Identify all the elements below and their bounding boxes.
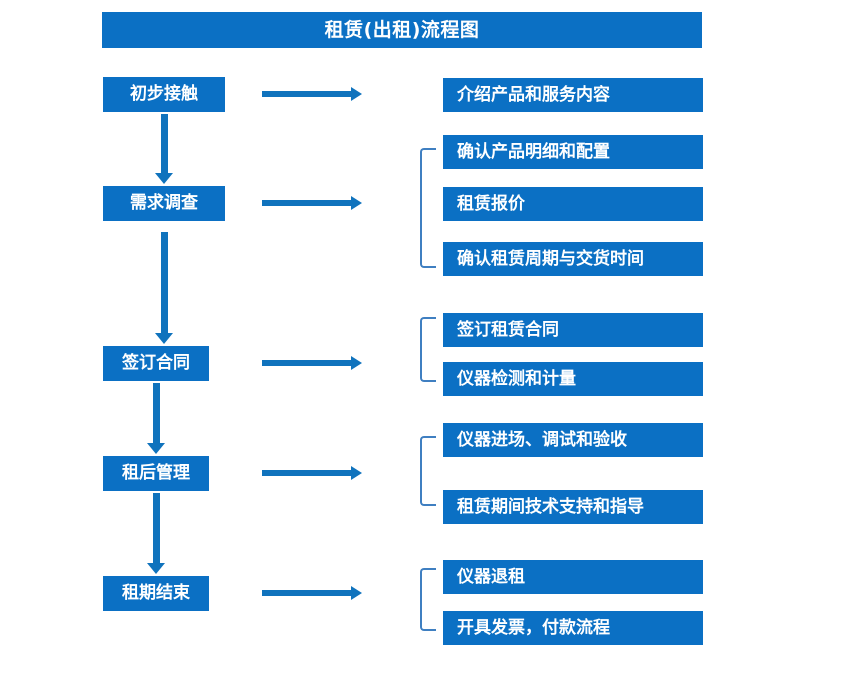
stage-box-2[interactable]: 需求调查 [103,186,225,221]
detail-label-3: 租赁报价 [457,193,525,214]
detail-box-5[interactable]: 签订租赁合同 [443,313,703,347]
detail-label-8: 租赁期间技术支持和指导 [457,496,644,517]
branch-arrow-right-1 [262,87,362,101]
branch-arrow-right-5 [262,586,362,600]
detail-label-10: 开具发票，付款流程 [457,617,610,638]
stage-box-3[interactable]: 签订合同 [103,346,209,381]
stage-box-4[interactable]: 租后管理 [103,456,209,491]
detail-box-4[interactable]: 确认租赁周期与交货时间 [443,242,703,276]
branch-arrow-right-4 [262,466,362,480]
group-bracket-3 [420,317,436,382]
group-bracket-2 [420,148,436,268]
stage-label-2: 需求调查 [130,193,198,213]
stage-label-3: 签订合同 [122,353,190,373]
flow-arrow-down-1 [155,114,173,184]
detail-box-1[interactable]: 介绍产品和服务内容 [443,78,703,112]
detail-label-7: 仪器进场、调试和验收 [457,429,627,450]
detail-box-8[interactable]: 租赁期间技术支持和指导 [443,490,703,524]
detail-label-6: 仪器检测和计量 [457,368,576,389]
flow-arrow-down-4 [147,493,165,574]
detail-box-2[interactable]: 确认产品明细和配置 [443,135,703,169]
detail-label-1: 介绍产品和服务内容 [457,84,610,105]
diagram-title-bar: 租赁(出租)流程图 [102,12,702,48]
detail-box-9[interactable]: 仪器退租 [443,560,703,594]
branch-arrow-right-2 [262,196,362,210]
stage-label-1: 初步接触 [130,84,198,104]
diagram-title: 租赁(出租)流程图 [324,18,480,41]
stage-box-5[interactable]: 租期结束 [103,576,209,611]
detail-label-4: 确认租赁周期与交货时间 [457,248,644,269]
branch-arrow-right-3 [262,356,362,370]
stage-label-5: 租期结束 [122,583,190,603]
detail-box-6[interactable]: 仪器检测和计量 [443,362,703,396]
group-bracket-5 [420,568,436,631]
flow-arrow-down-3 [147,383,165,454]
detail-label-9: 仪器退租 [457,566,525,587]
detail-label-5: 签订租赁合同 [457,319,559,340]
stage-box-1[interactable]: 初步接触 [103,77,225,112]
detail-box-10[interactable]: 开具发票，付款流程 [443,611,703,645]
detail-box-3[interactable]: 租赁报价 [443,187,703,221]
stage-label-4: 租后管理 [122,463,190,483]
flow-arrow-down-2 [155,232,173,344]
detail-box-7[interactable]: 仪器进场、调试和验收 [443,423,703,457]
detail-label-2: 确认产品明细和配置 [457,141,610,162]
group-bracket-4 [420,436,436,506]
